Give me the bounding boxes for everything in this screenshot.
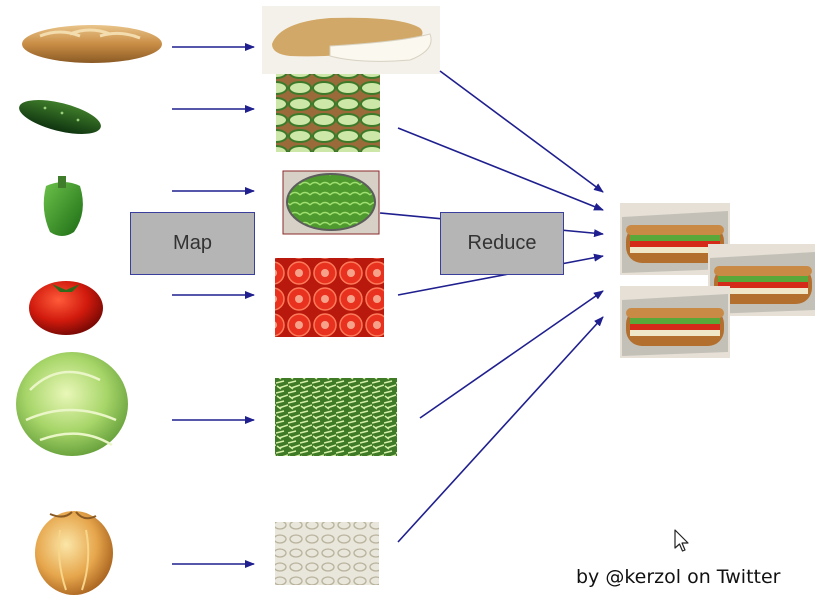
sliced-bread-image — [262, 6, 440, 74]
tomato-image — [29, 281, 103, 335]
sandwich-image-3 — [620, 286, 730, 358]
sliced-pepper-image — [282, 170, 380, 235]
map-label-box: Map — [130, 212, 255, 275]
green-pepper-image — [43, 176, 83, 236]
reduce-label-box: Reduce — [440, 212, 564, 275]
sliced-tomato-image — [275, 258, 384, 337]
onion-rings-image — [275, 522, 379, 585]
reduce-arrow-lettuce — [419, 290, 604, 419]
map-arrows — [172, 43, 255, 568]
onion-image — [35, 511, 113, 595]
bread-loaf-image — [22, 25, 162, 63]
shredded-lettuce-image — [275, 378, 397, 456]
reduce-arrows — [379, 70, 604, 543]
map-label: Map — [173, 232, 212, 254]
reduce-arrow-onion — [397, 316, 604, 543]
sliced-cucumber-image — [276, 74, 380, 152]
lettuce-image — [16, 352, 128, 456]
reduce-arrow-tomato — [397, 253, 604, 296]
reduce-label: Reduce — [467, 232, 537, 254]
reduce-arrow-bread — [439, 70, 604, 193]
reduce-arrow-cucumber — [397, 127, 604, 211]
author-credit: by @kerzol on Twitter — [576, 566, 781, 588]
cucumber-image — [19, 100, 101, 134]
mouse-pointer-icon — [674, 529, 689, 552]
